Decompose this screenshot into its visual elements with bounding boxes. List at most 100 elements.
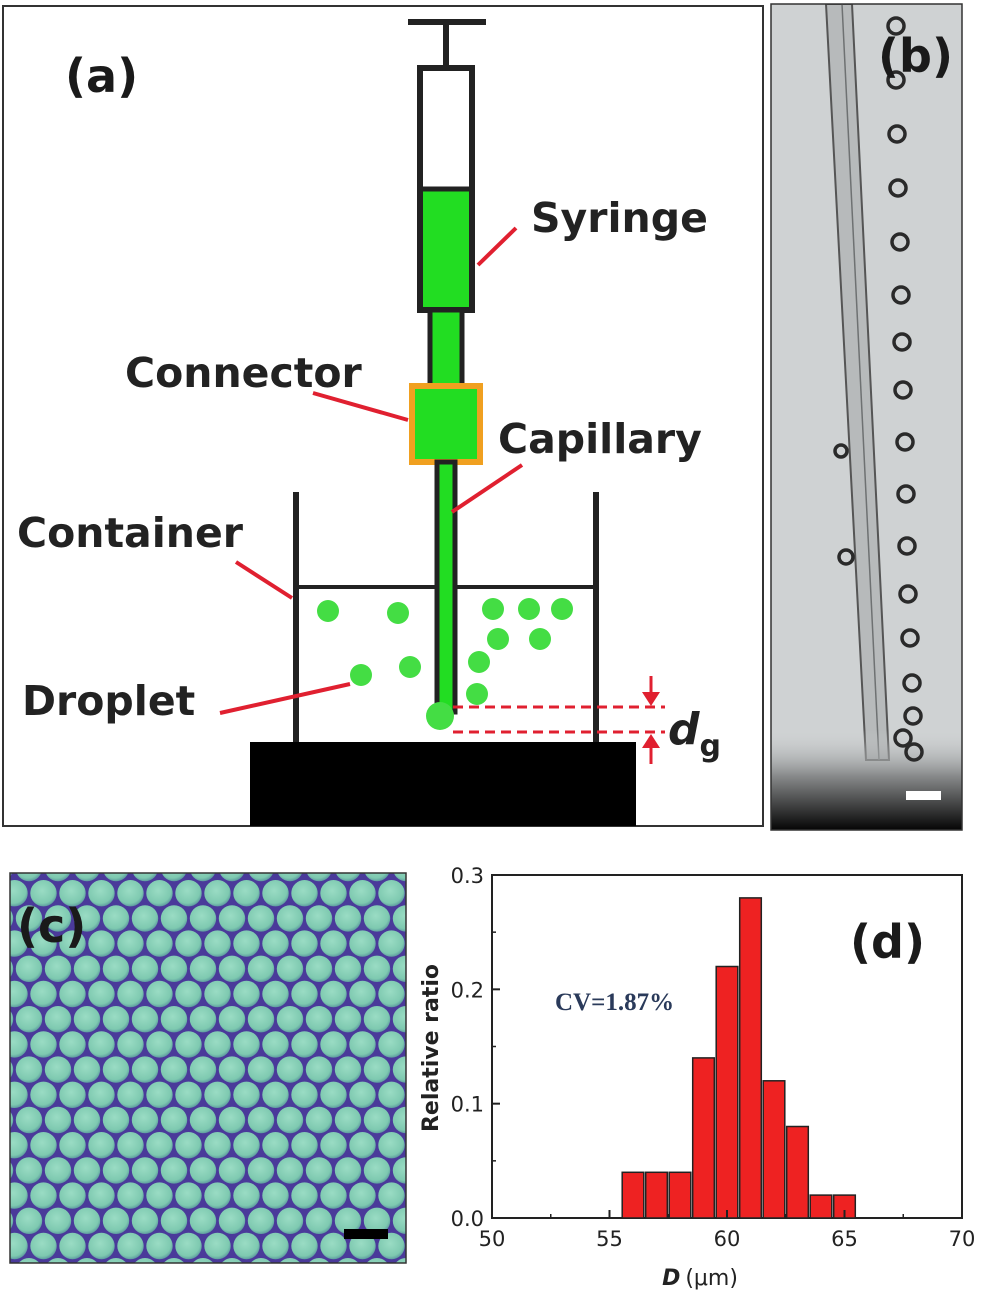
packed-droplet (364, 873, 390, 882)
packed-droplet (117, 930, 144, 957)
packed-droplet (59, 1081, 86, 1109)
packed-droplet (334, 1006, 362, 1033)
packed-droplet (276, 1056, 304, 1083)
chain-droplet (891, 285, 911, 305)
packed-droplet (30, 1132, 57, 1159)
packed-droplet (88, 980, 115, 1008)
chart-bar (809, 1194, 833, 1219)
packed-droplet (160, 1006, 188, 1033)
packed-droplet (74, 873, 100, 882)
packed-droplet (262, 1081, 289, 1109)
packed-droplet (247, 1157, 275, 1184)
packed-droplet (10, 1132, 28, 1159)
connector (409, 383, 483, 465)
packed-droplet (262, 930, 289, 957)
chain-droplet (890, 232, 910, 252)
packed-droplet (131, 1056, 159, 1083)
packed-droplet (102, 1056, 130, 1083)
packed-droplet (15, 1006, 43, 1033)
packed-droplet (146, 1081, 173, 1109)
packed-droplet (160, 905, 188, 932)
y-tick-label: 0.1 (451, 1093, 484, 1117)
packed-droplet (233, 880, 260, 907)
packed-droplet (10, 980, 28, 1008)
droplet (387, 602, 409, 624)
packed-droplet (117, 1132, 144, 1159)
packed-droplet (189, 1006, 217, 1033)
droplet (399, 656, 421, 678)
packed-droplet (59, 1031, 86, 1058)
packed-droplet (175, 1232, 202, 1260)
packed-droplet (279, 1258, 301, 1263)
packed-droplet (59, 1182, 86, 1209)
packed-droplet (146, 1232, 173, 1260)
packed-droplet (44, 1106, 72, 1134)
chain-droplet (886, 70, 906, 90)
packed-droplet (221, 1258, 243, 1263)
packed-droplet (88, 1232, 115, 1260)
packed-droplet (233, 1031, 260, 1058)
chain-droplet (886, 16, 906, 36)
packed-droplet (73, 1207, 101, 1235)
packed-droplet (44, 955, 72, 982)
packed-droplet (161, 873, 187, 882)
packed-droplets (10, 873, 406, 1263)
panel-a: (a) (2, 5, 764, 827)
packed-droplet (117, 1081, 144, 1109)
packed-droplet (30, 1232, 57, 1260)
packed-droplet (233, 930, 260, 957)
chart-y-ticks: 0.00.10.20.3 (451, 864, 500, 1231)
packed-droplet (305, 1207, 333, 1235)
packed-droplet (349, 880, 376, 907)
chain-droplet (888, 178, 908, 198)
packed-droplet (308, 1258, 330, 1263)
chain-droplet (898, 584, 918, 604)
packed-droplet (73, 905, 101, 932)
packed-droplet (175, 930, 202, 957)
packed-droplet (392, 905, 406, 932)
syringe-tip (427, 307, 465, 393)
stray-droplet (837, 548, 855, 566)
capillary-leader (450, 463, 524, 514)
packed-droplet (59, 880, 86, 907)
packed-droplet (334, 905, 362, 932)
packed-droplet (363, 905, 391, 932)
packed-droplet (262, 880, 289, 907)
gap-symbol: d (668, 704, 700, 755)
packed-droplet (378, 1132, 405, 1159)
packed-droplet (10, 909, 14, 928)
droplet (551, 598, 573, 620)
packed-droplet (189, 905, 217, 932)
packed-droplet (392, 1157, 406, 1184)
packed-droplet (277, 873, 303, 882)
packed-droplet (102, 955, 130, 982)
packed-droplet (291, 880, 318, 907)
packed-droplet (10, 1232, 28, 1260)
packed-droplet (146, 1031, 173, 1058)
droplet (518, 598, 540, 620)
packed-droplet (305, 1157, 333, 1184)
chain-droplet (887, 124, 907, 144)
gap-arrow-bottom-head (642, 734, 660, 748)
packed-droplet (218, 1157, 246, 1184)
packed-droplet (146, 930, 173, 957)
packed-droplet (189, 1056, 217, 1083)
gap-arrow-top-head (642, 692, 660, 706)
packed-droplet (105, 1258, 127, 1263)
droplet (350, 664, 372, 686)
packed-droplet (10, 1212, 14, 1230)
droplet-label: Droplet (22, 677, 195, 725)
micrograph-bottom-shadow (771, 730, 962, 830)
x-tick-label: 50 (479, 1227, 506, 1251)
packed-droplet (349, 1182, 376, 1209)
container-leader (234, 560, 294, 600)
packed-droplet (320, 880, 347, 907)
packed-droplet (15, 1056, 43, 1083)
packed-droplet (378, 1182, 405, 1209)
packed-droplet (163, 1258, 185, 1263)
packed-droplet (131, 1006, 159, 1033)
packed-droplet (363, 1157, 391, 1184)
packed-droplet (103, 873, 129, 882)
